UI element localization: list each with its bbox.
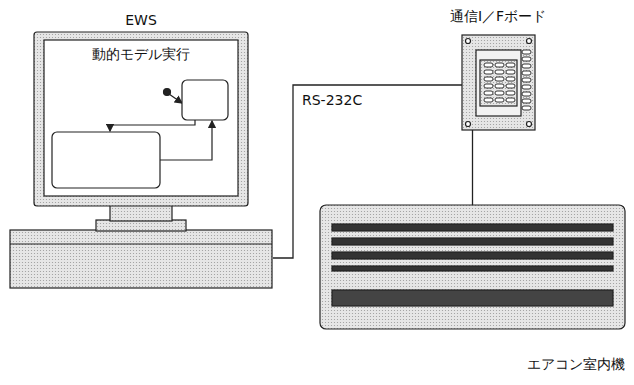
device-label: エアコン室内機: [527, 356, 625, 373]
board-node: 通信I／Fボード: [462, 35, 535, 130]
device-label: EWS: [125, 12, 157, 29]
cable-label: RS-232C: [300, 92, 364, 109]
computer-node: EWS 動的モデル実行: [10, 12, 273, 290]
interface-board: [462, 35, 535, 130]
screen-title: 動的モデル実行: [92, 46, 190, 63]
aircon-node: エアコン室内機: [320, 205, 625, 329]
ews-computer: [10, 32, 272, 288]
cable-line: [273, 85, 462, 258]
cable-line: [472, 130, 473, 205]
device-label: 通信I／Fボード: [450, 8, 546, 25]
air-conditioner-unit: [320, 205, 625, 329]
